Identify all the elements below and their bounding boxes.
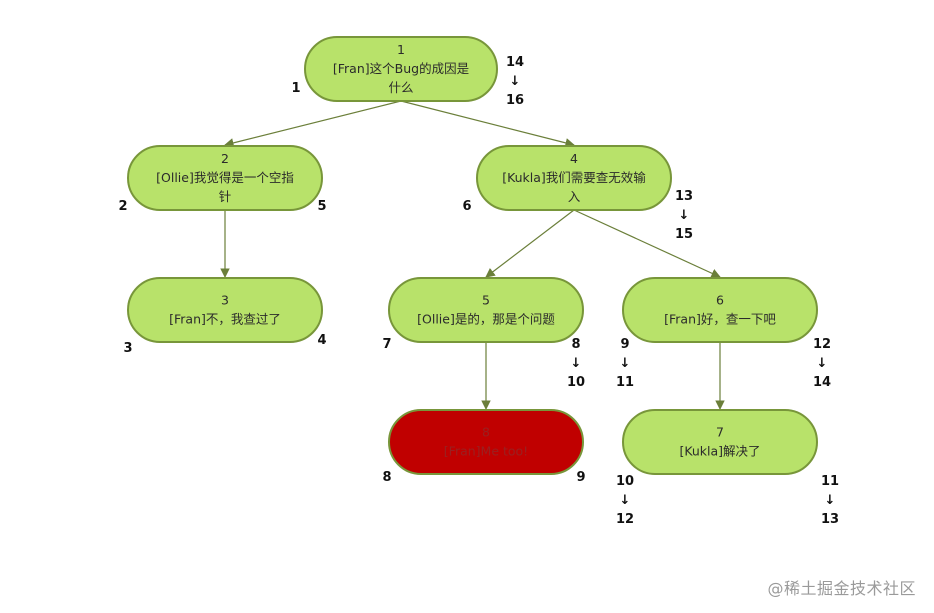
order-mark-left: ↓ <box>620 356 631 371</box>
order-mark-left: 7 <box>382 337 391 352</box>
node-8[interactable]: 8 [Fran]Me too! <box>388 409 584 475</box>
node-shape <box>388 409 584 475</box>
order-mark-right: 8 <box>571 337 580 352</box>
node-label-line: 1 <box>397 42 405 57</box>
order-mark-left: 6 <box>462 199 471 214</box>
order-mark-left: 3 <box>123 341 132 356</box>
node-shape <box>304 36 498 102</box>
node-label-line: [Kukla]我们需要查无效输 <box>502 170 646 185</box>
node-shape <box>476 145 672 211</box>
node-label-line: [Ollie]我觉得是一个空指 <box>156 170 294 185</box>
marks-layer: 1 14 ↓ 16 2 5 3 4 6 13 ↓ 15 7 8 ↓ 10 9 ↓ 11 12 ↓ 14 8 9 10 ↓ 12 11 ↓… <box>118 55 839 527</box>
order-mark-right: ↓ <box>825 493 836 508</box>
order-mark-right: ↓ <box>510 74 521 89</box>
node-label-line: [Fran]不，我查过了 <box>169 312 281 327</box>
order-mark-right: 11 <box>821 474 839 489</box>
edge-1-to-2 <box>224 100 402 148</box>
node-label-line: 2 <box>221 151 229 166</box>
node-label-line: [Kukla]解决了 <box>679 444 760 459</box>
order-mark-right: 4 <box>317 333 326 348</box>
node-label-line: 7 <box>716 425 724 440</box>
node-label-line: 入 <box>568 189 581 204</box>
order-mark-right: ↓ <box>571 356 582 371</box>
order-mark-right: 16 <box>506 93 524 108</box>
order-mark-left: 8 <box>382 470 391 485</box>
edges-layer <box>220 100 725 410</box>
node-label-line: [Ollie]是的，那是个问题 <box>417 312 555 327</box>
order-mark-right: 14 <box>506 55 524 70</box>
node-label-line: 6 <box>716 293 724 308</box>
node-label-line: 什么 <box>388 80 413 95</box>
order-mark-right: ↓ <box>679 208 690 223</box>
node-7[interactable]: 7 [Kukla]解决了 <box>622 409 818 475</box>
order-mark-right: 14 <box>813 375 831 390</box>
order-mark-right: 5 <box>317 199 326 214</box>
node-label-line: 5 <box>482 293 490 308</box>
node-shape <box>622 409 818 475</box>
node-label-line: [Fran]这个Bug的成因是 <box>333 61 470 76</box>
order-mark-right: 10 <box>567 375 585 390</box>
node-label-line: 针 <box>219 189 232 204</box>
node-label-line: 4 <box>570 151 578 166</box>
node-label-line: 8 <box>482 425 490 440</box>
node-6[interactable]: 6 [Fran]好，查一下吧 <box>622 277 818 343</box>
order-mark-right: 13 <box>675 189 693 204</box>
edge-4-to-6 <box>573 209 721 278</box>
node-shape <box>127 277 323 343</box>
order-mark-left: 1 <box>291 81 300 96</box>
order-mark-right: 13 <box>821 512 839 527</box>
node-label-line: [Fran]Me too! <box>444 444 528 459</box>
edge-1-to-4 <box>400 100 575 148</box>
node-label-line: [Fran]好，查一下吧 <box>664 312 776 327</box>
node-label-line: 3 <box>221 293 229 308</box>
order-mark-left: 2 <box>118 199 127 214</box>
node-shape <box>622 277 818 343</box>
order-mark-left: ↓ <box>620 493 631 508</box>
node-shape <box>127 145 323 211</box>
order-mark-left: 9 <box>620 337 629 352</box>
order-mark-left: 12 <box>616 512 634 527</box>
node-3[interactable]: 3 [Fran]不，我查过了 <box>127 277 323 343</box>
edge-4-to-5 <box>485 209 575 278</box>
order-mark-right: 9 <box>576 470 585 485</box>
order-mark-left: 10 <box>616 474 634 489</box>
watermark: @稀土掘金技术社区 <box>767 579 916 598</box>
order-mark-right: 15 <box>675 227 693 242</box>
order-mark-right: ↓ <box>817 356 828 371</box>
order-mark-right: 12 <box>813 337 831 352</box>
node-shape <box>388 277 584 343</box>
node-5[interactable]: 5 [Ollie]是的，那是个问题 <box>388 277 584 343</box>
order-mark-left: 11 <box>616 375 634 390</box>
